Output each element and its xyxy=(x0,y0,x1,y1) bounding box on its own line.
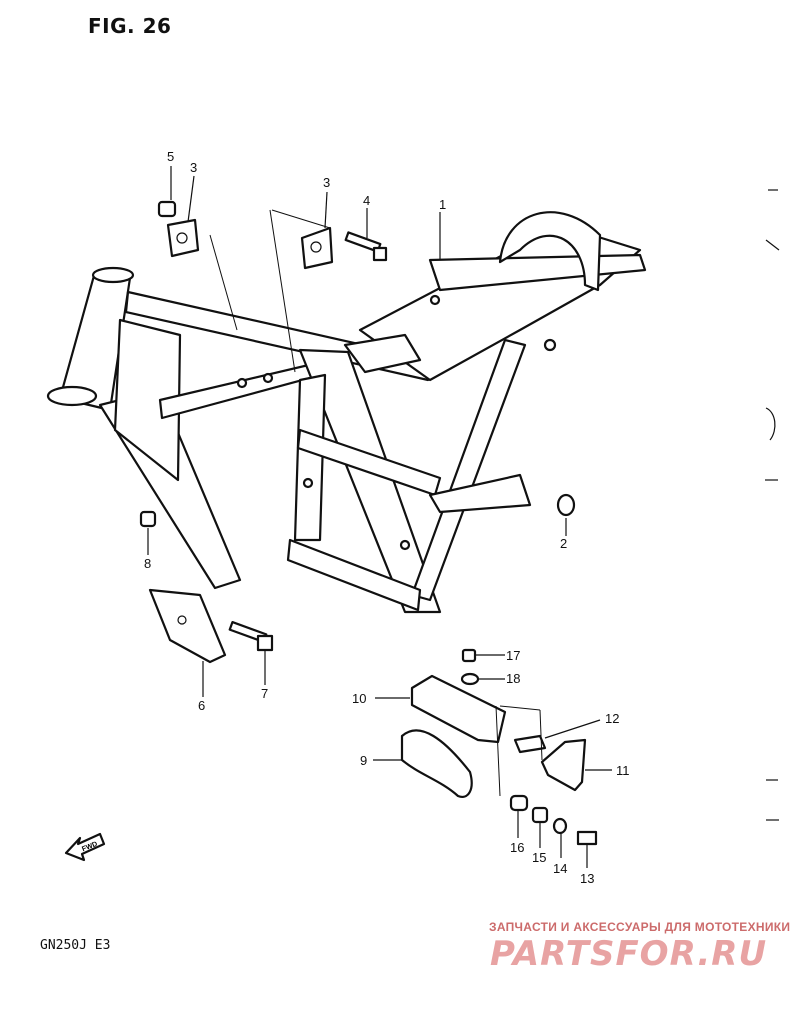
part-15-collar xyxy=(531,806,549,824)
part-9-cover xyxy=(400,729,473,798)
callout-8: 8 xyxy=(144,556,151,571)
frame-assembly xyxy=(46,211,647,614)
part-11-plate xyxy=(540,738,587,792)
part-8-collar xyxy=(139,510,157,528)
callout-6: 6 xyxy=(198,698,205,713)
part-14-washer xyxy=(552,817,568,835)
callout-7: 7 xyxy=(261,686,268,701)
part-18-washer xyxy=(460,672,480,686)
callout-4: 4 xyxy=(363,193,370,208)
figure-title: FIG. 26 xyxy=(88,14,172,38)
fwd-arrow-icon: FWD xyxy=(64,832,106,862)
part-2-cap xyxy=(556,493,576,517)
part-6-bracket xyxy=(148,588,227,664)
callout-9: 9 xyxy=(360,753,367,768)
callout-15: 15 xyxy=(532,850,546,865)
part-12-plate xyxy=(513,734,547,754)
part-5-nut xyxy=(157,200,177,218)
callout-11: 11 xyxy=(616,763,630,778)
callout-3a: 3 xyxy=(190,160,197,175)
callout-2: 2 xyxy=(560,536,567,551)
callout-12: 12 xyxy=(605,711,619,726)
part-16-grommet xyxy=(509,794,529,812)
part-4-bolt xyxy=(344,231,388,262)
watermark-brand: PARTSFOR.RU xyxy=(490,934,768,974)
model-code: GN250J E3 xyxy=(40,938,111,953)
part-3-washer-right xyxy=(300,226,334,270)
callout-16: 16 xyxy=(510,840,524,855)
part-17-nut xyxy=(461,648,477,663)
callout-3b: 3 xyxy=(323,175,330,190)
callout-18: 18 xyxy=(506,671,520,686)
callout-17: 17 xyxy=(506,648,520,663)
alignment-lines xyxy=(209,209,543,797)
callout-14: 14 xyxy=(553,861,567,876)
scan-edge-marks xyxy=(765,189,780,821)
callout-10: 10 xyxy=(352,691,366,706)
callout-labels: 1 2 3 3 4 5 6 7 8 9 10 11 12 13 14 15 16… xyxy=(144,149,630,886)
part-3-washer-left xyxy=(166,218,200,258)
leader-lines xyxy=(147,166,612,868)
callout-13: 13 xyxy=(580,871,594,886)
part-7-bolt xyxy=(228,620,274,652)
callout-5: 5 xyxy=(167,149,174,164)
part-13-bolt xyxy=(576,830,598,846)
watermark-tagline: ЗАПЧАСТИ И АКСЕССУАРЫ ДЛЯ МОТОТЕХНИКИ xyxy=(489,920,791,934)
callout-1: 1 xyxy=(439,197,446,212)
